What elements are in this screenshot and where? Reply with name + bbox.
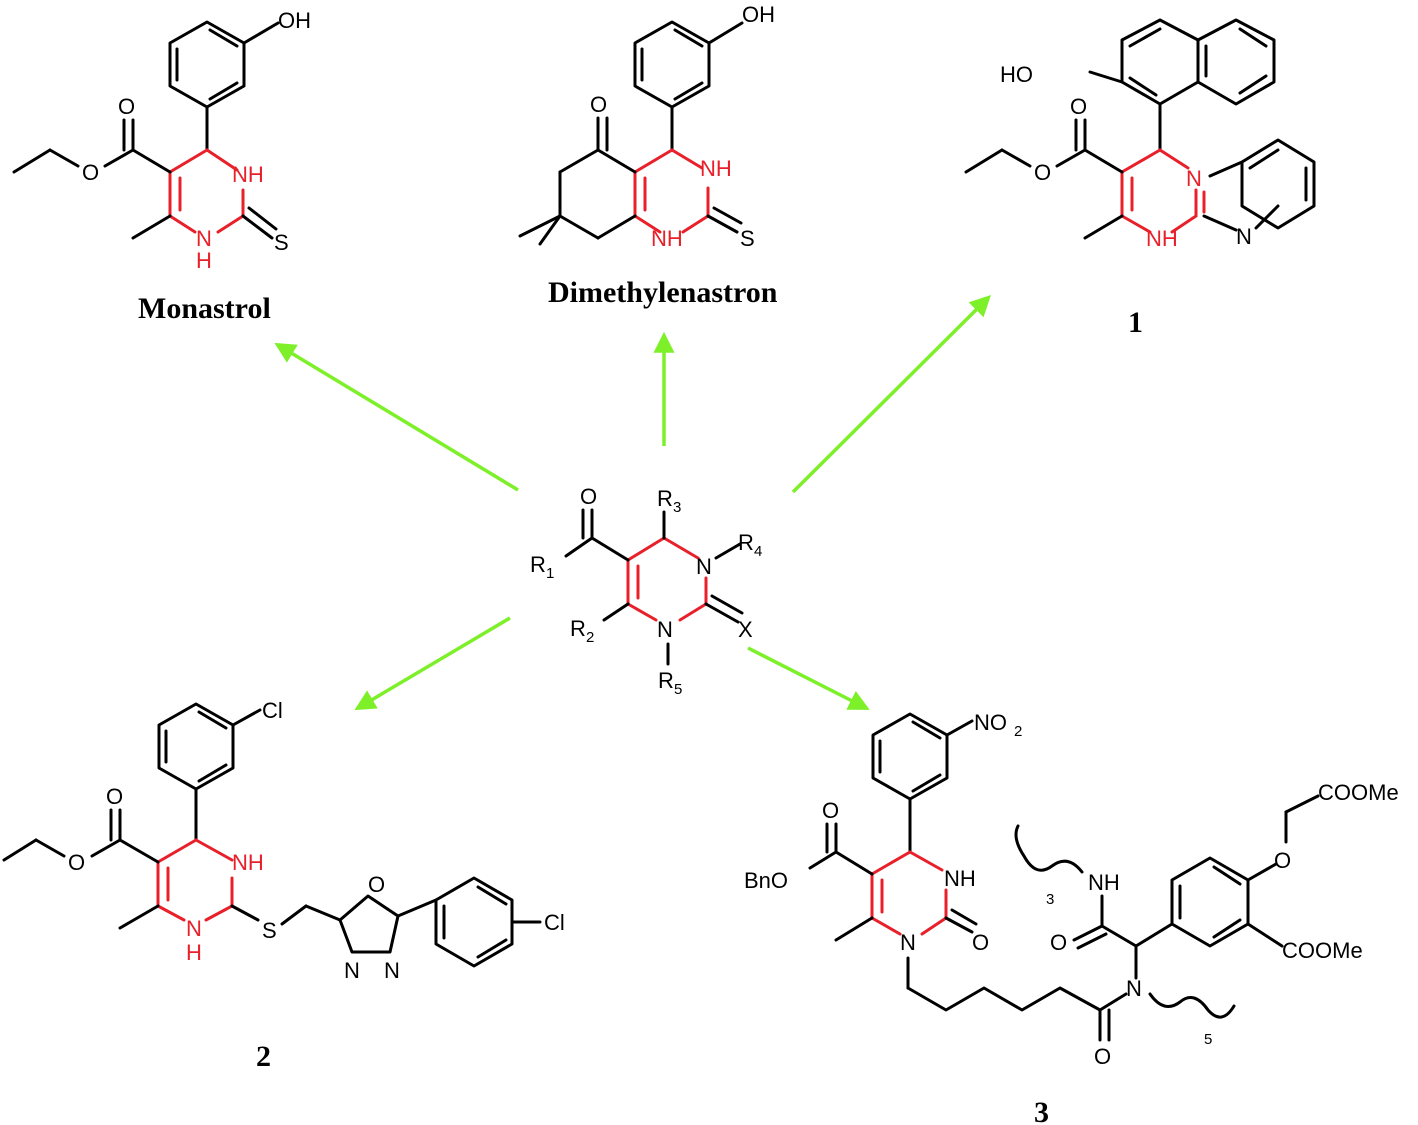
monastrol-core-ring: [205, 148, 239, 172]
arrow-to-compound-3: [747, 646, 870, 710]
dimethylenastron-caption: Dimethylenastron: [548, 276, 778, 309]
compound-3-nitrophenyl-ring: [871, 712, 949, 801]
dimethylenastron-phenyl-ring: [633, 20, 711, 109]
scaffold-r3-label: R: [657, 486, 673, 511]
scaffold-carbonyl-o: O: [580, 484, 597, 509]
arrow-to-compound-2: [354, 616, 511, 711]
dhpm-scaffold-structure: N N X R 3 R 4 R 5 R 2 O R 1: [530, 484, 762, 698]
compound-3-urea-o: O: [972, 930, 989, 955]
compound-3-amide-o: O: [1094, 1044, 1111, 1069]
monastrol-caption: Monastrol: [138, 292, 271, 325]
scaffold-r5-label: R: [658, 668, 674, 693]
compound-2-ester-o: O: [68, 850, 85, 875]
svg-text:5: 5: [674, 681, 682, 698]
compound-3-caption: 3: [1034, 1096, 1049, 1125]
monastrol-nh-top: NH: [232, 162, 264, 187]
svg-text:2: 2: [586, 629, 594, 646]
monastrol-ester-o: O: [82, 160, 99, 185]
dimethylenastron-oh-label: OH: [742, 2, 775, 27]
scaffold-n-bottom: N: [657, 617, 673, 642]
compound-2-chlorophenyl-ring-2: [434, 876, 514, 968]
compound-1-ester-o: O: [1034, 160, 1051, 185]
compound-2-oxadiazole-ring: [338, 894, 400, 954]
compound-3-n1: N: [900, 930, 916, 955]
compound-2-caption: 2: [256, 1040, 271, 1073]
compound-2-oxadiazole-n2: N: [384, 958, 400, 983]
compound-2-cl-top: Cl: [262, 698, 283, 723]
compound-1-caption: 1: [1128, 306, 1143, 339]
monastrol-oh-label: OH: [278, 8, 311, 33]
compound-1-structure: HO N NH N O O: [964, 18, 1316, 251]
compound-3-aryl-ring: [1170, 856, 1250, 948]
compound-1-naphthalene-ring-a: [1120, 18, 1200, 106]
compound-3-structure: NO 2 NH N O O BnO O N 5 O: [744, 710, 1399, 1069]
compound-1-ho-label: HO: [1000, 62, 1033, 87]
compound-1-n-bridge: N: [1186, 166, 1202, 191]
compound-2-s-label: S: [262, 918, 277, 943]
compound-2-oxadiazole-o: O: [368, 872, 385, 897]
svg-text:1: 1: [546, 565, 554, 582]
svg-text:3: 3: [673, 499, 681, 516]
monastrol-s-label: S: [274, 230, 289, 255]
compound-3-pentyl-chain: [1148, 992, 1236, 1019]
dimethylenastron-structure: OH NH NH S O: [518, 2, 775, 251]
arrow-to-compound-1: [791, 295, 991, 494]
monastrol-h-bottom: H: [196, 248, 212, 273]
scaffold-r2-label: R: [570, 616, 586, 641]
svg-text:5: 5: [1204, 1031, 1212, 1048]
svg-text:3: 3: [1046, 891, 1054, 908]
dimethylenastron-nh-top: NH: [700, 156, 732, 181]
compound-1-carbonyl-o: O: [1070, 94, 1087, 119]
dimethylenastron-ketone-o: O: [590, 92, 607, 117]
compound-3-bno-label: BnO: [744, 868, 788, 893]
compound-1-benzo-ring: [1240, 138, 1316, 230]
svg-text:4: 4: [754, 543, 762, 560]
compound-3-amide2-o: O: [1050, 930, 1067, 955]
compound-3-nitro-label: NO: [974, 710, 1007, 735]
compound-3-carbonyl-o: O: [822, 798, 839, 823]
compound-2-chlorophenyl-ring: [157, 702, 235, 791]
svg-text:2: 2: [1014, 723, 1022, 740]
compound-3-coome-top: COOMe: [1318, 780, 1399, 805]
compound-2-oxadiazole-n1: N: [344, 958, 360, 983]
scaffold-x-label: X: [738, 617, 753, 642]
compound-2-h-bottom: H: [186, 940, 202, 965]
dimethylenastron-nh-bottom: NH: [651, 226, 683, 251]
compound-2-nh-top: NH: [232, 850, 264, 875]
monastrol-carbonyl-o: O: [118, 94, 135, 119]
arrow-to-monastrol: [274, 342, 519, 492]
compound-1-imidazole-n: N: [1236, 224, 1252, 249]
compound-3-propyl-chain: [1014, 824, 1084, 874]
scaffold-r4-label: R: [738, 530, 754, 555]
compound-3-amide2-nh: NH: [1088, 870, 1120, 895]
compound-3-nh: NH: [944, 866, 976, 891]
scaffold-r1-label: R: [530, 552, 546, 577]
scaffold-n-top: N: [696, 554, 712, 579]
monastrol-structure: OH NH N H S O O: [12, 8, 311, 273]
compound-2-structure: Cl NH N H S O N N Cl O O: [2, 698, 565, 983]
compound-3-hexyl-linker: [906, 986, 1102, 1012]
dimethylenastron-s-label: S: [740, 226, 755, 251]
compound-3-coome-bottom: COOMe: [1282, 938, 1363, 963]
compound-1-naphthalene-ring-b: [1196, 18, 1276, 106]
compound-2-cl-right: Cl: [544, 910, 565, 935]
compound-2-n-bottom: N: [186, 916, 202, 941]
compound-2-carbonyl-o: O: [106, 784, 123, 809]
compound-3-amide-n: N: [1126, 976, 1142, 1001]
compound-3-ether-o: O: [1274, 848, 1291, 873]
monastrol-n-bottom: N: [196, 226, 212, 251]
compound-1-nh-bottom: NH: [1146, 226, 1178, 251]
